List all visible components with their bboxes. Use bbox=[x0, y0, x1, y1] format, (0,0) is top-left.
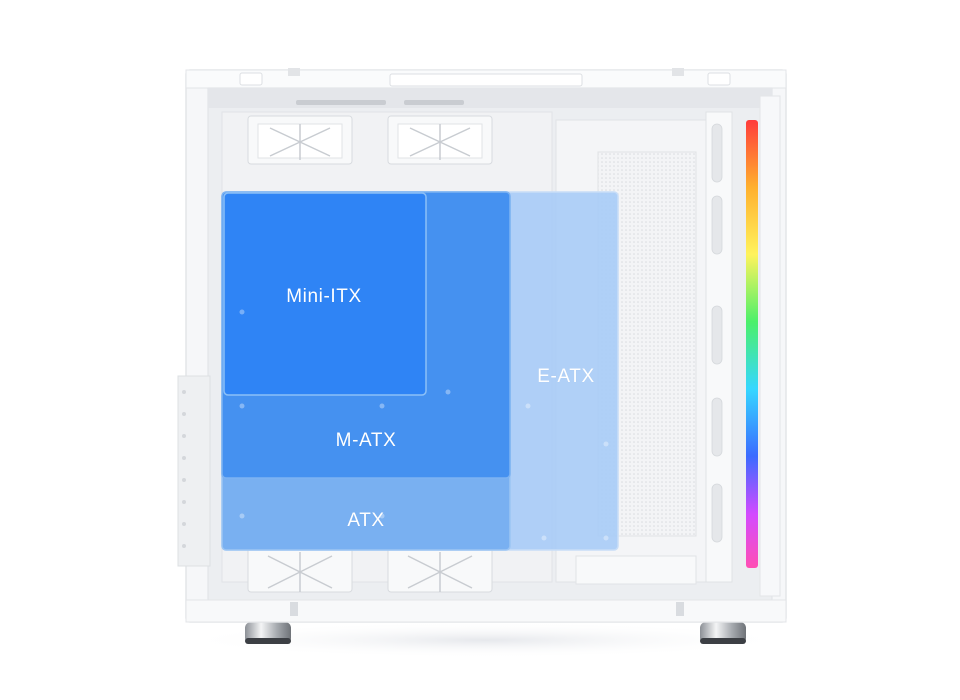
fan-bracket-icon bbox=[247, 115, 493, 165]
atx-label: ATX bbox=[347, 510, 385, 531]
floor-shadow bbox=[175, 622, 795, 658]
mitx-board bbox=[223, 192, 427, 396]
matx-label: M-ATX bbox=[335, 430, 397, 451]
board-overlays bbox=[221, 191, 619, 551]
eatx-label: E-ATX bbox=[537, 366, 595, 387]
rgb-strip-icon bbox=[746, 120, 758, 568]
case-foot-icon bbox=[245, 622, 746, 644]
mitx-label: Mini-ITX bbox=[286, 286, 362, 307]
fan-bracket-icon bbox=[247, 547, 493, 593]
